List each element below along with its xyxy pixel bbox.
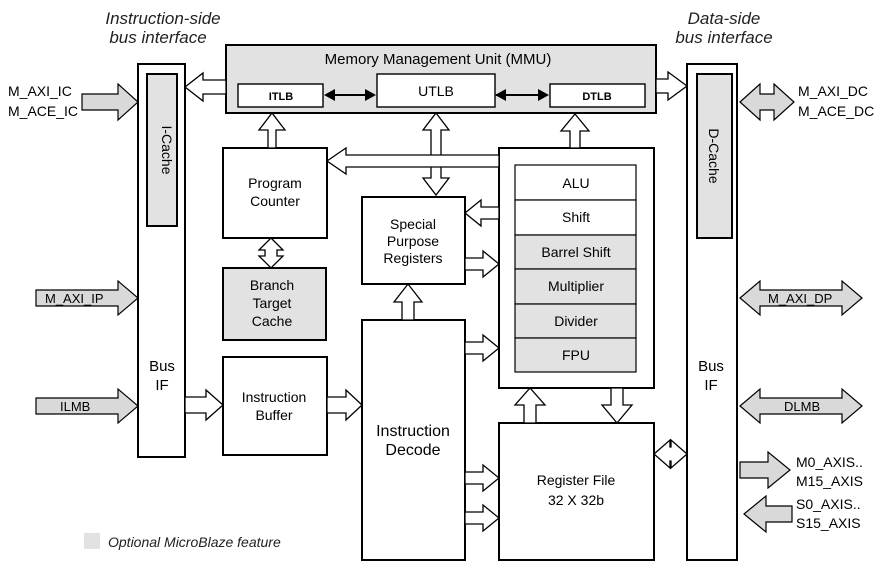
m-ace-dc-label: M_ACE_DC xyxy=(798,103,874,119)
alu-cell xyxy=(514,164,637,201)
s-axis-label-2: S15_AXIS xyxy=(796,515,861,531)
branch-target-cache-line1: Branch xyxy=(250,277,294,293)
m-ace-ic-label: M_ACE_IC xyxy=(8,103,78,119)
multiplier-label: Multiplier xyxy=(548,278,604,294)
regfile-to-exec-arrow xyxy=(513,387,547,424)
legend-label: Optional MicroBlaze feature xyxy=(108,534,281,550)
register-file-block xyxy=(498,422,655,561)
barrel-shift-label: Barrel Shift xyxy=(541,244,610,260)
pc-btc-arrow xyxy=(257,237,285,269)
decode-to-spr-arrow xyxy=(392,282,424,321)
instruction-decode-line2: Decode xyxy=(385,442,440,459)
tlb-link-arrows xyxy=(324,89,549,101)
spr-line2: Purpose xyxy=(387,233,439,249)
spr-line3: Registers xyxy=(383,250,442,266)
mmu-title: Memory Management Unit (MMU) xyxy=(325,51,552,68)
instruction-decode-block xyxy=(361,319,466,561)
m-axi-ic-label: M_AXI_IC xyxy=(8,83,72,99)
spr-to-exec-arrow xyxy=(464,249,501,279)
ilmb-label: ILMB xyxy=(60,399,90,414)
branch-target-cache-line3: Cache xyxy=(252,313,293,329)
s-axis-label-1: S0_AXIS.. xyxy=(796,496,861,512)
bus-to-ibuffer-arrow xyxy=(184,388,224,422)
legend-swatch xyxy=(84,533,100,549)
dtlb-label: DTLB xyxy=(582,91,611,103)
register-file-line1: Register File xyxy=(537,472,616,488)
shift-label: Shift xyxy=(562,209,590,225)
regfile-to-right-bus-arrow xyxy=(653,438,688,470)
right-bus-if-line2: IF xyxy=(704,377,717,394)
exec-to-spr-arrow xyxy=(463,198,500,228)
dlmb-label: DLMB xyxy=(784,399,820,414)
left-bus-if-line1: Bus xyxy=(149,358,175,375)
program-counter-line2: Counter xyxy=(250,193,300,209)
m-axi-ic-arrow xyxy=(81,82,139,122)
ilmb-arrow xyxy=(35,387,139,425)
dtlb-box xyxy=(549,83,646,108)
branch-target-cache-block xyxy=(222,267,327,341)
dlmb-arrow xyxy=(739,387,863,425)
instruction-buffer-line1: Instruction xyxy=(242,389,307,405)
icache-label: I-Cache xyxy=(159,125,175,174)
s-axis-arrow xyxy=(743,494,793,534)
shift-cell xyxy=(514,199,637,236)
m-axi-dc-arrow xyxy=(739,82,795,122)
register-file-line2: 32 X 32b xyxy=(548,492,604,508)
utlb-label: UTLB xyxy=(418,83,454,99)
m-axis-label-2: M15_AXIS xyxy=(796,473,863,489)
fpu-label: FPU xyxy=(562,347,590,363)
branch-target-cache-line2: Target xyxy=(253,295,292,311)
icache-block xyxy=(146,73,178,227)
left-bus-if-line2: IF xyxy=(155,377,168,394)
alu-label: ALU xyxy=(562,175,589,191)
m-axi-ip-arrow xyxy=(35,279,139,317)
decode-to-regfile-arrow-2 xyxy=(464,503,501,533)
instruction-side-title-line2: bus interface xyxy=(109,28,206,47)
dcache-block xyxy=(696,73,733,239)
instruction-buffer-block xyxy=(222,356,328,456)
m-axi-dp-label: M_AXI_DP xyxy=(768,291,832,306)
decode-to-regfile-arrow-1 xyxy=(464,463,501,493)
ibuffer-to-decode-arrow xyxy=(326,388,363,422)
m-axi-dc-label: M_AXI_DC xyxy=(798,83,868,99)
program-counter-block xyxy=(222,147,328,239)
dcache-label: D-Cache xyxy=(706,128,722,183)
pc-to-itlb-arrow xyxy=(257,111,287,149)
fpu-cell xyxy=(514,337,637,373)
itlb-box xyxy=(237,83,324,108)
data-side-title-line2: bus interface xyxy=(675,28,772,47)
program-counter-line1: Program xyxy=(248,175,302,191)
special-purpose-registers-block xyxy=(361,196,466,285)
execution-unit-cells: ALU Shift Barrel Shift Multiplier Divide… xyxy=(514,164,637,373)
decode-to-exec-arrow xyxy=(464,333,501,363)
spr-line1: Special xyxy=(390,216,436,232)
utlb-box xyxy=(376,73,496,108)
exec-to-regfile-arrow xyxy=(600,387,634,425)
exec-to-pc-arrow xyxy=(325,146,500,176)
divider-label: Divider xyxy=(554,313,598,329)
instruction-side-title-line1: Instruction-side xyxy=(105,9,220,28)
mmu-to-right-bus-arrow xyxy=(655,70,689,102)
itlb-label: ITLB xyxy=(269,91,293,103)
instruction-buffer-line2: Buffer xyxy=(255,407,292,423)
mmu-to-left-bus-arrow xyxy=(183,71,227,103)
m-axi-dp-arrow xyxy=(739,279,863,317)
right-bus-if-line1: Bus xyxy=(698,358,724,375)
m-axis-label-1: M0_AXIS.. xyxy=(796,454,863,470)
m-axis-arrow xyxy=(739,450,791,490)
m-axi-ip-label: M_AXI_IP xyxy=(45,291,104,306)
data-side-title-line1: Data-side xyxy=(688,9,761,28)
utlb-to-spr-arrow xyxy=(421,111,451,197)
instruction-decode-line1: Instruction xyxy=(376,423,450,440)
exec-to-dtlb-arrow xyxy=(559,112,591,149)
